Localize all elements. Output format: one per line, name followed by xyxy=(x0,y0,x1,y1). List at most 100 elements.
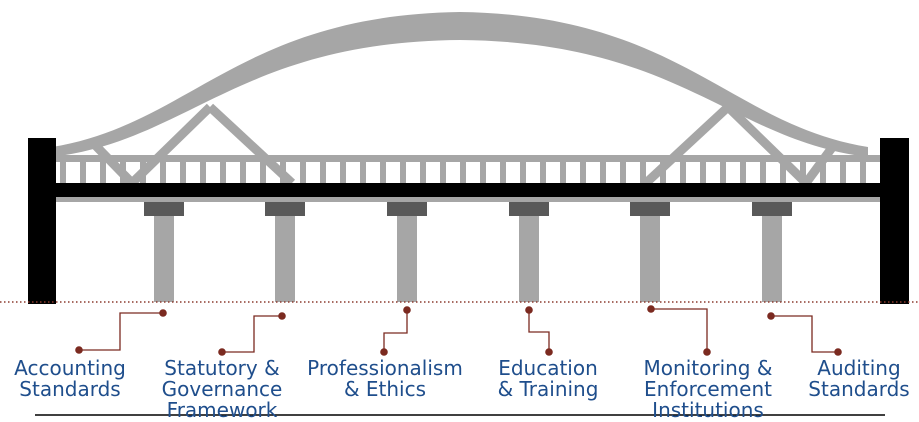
pillar-label-education-training: Education & Training xyxy=(486,358,610,400)
pillar-cap xyxy=(509,202,549,216)
connector-line xyxy=(222,315,282,353)
connector-dot xyxy=(703,348,711,356)
railing-post xyxy=(640,160,646,184)
railing-post xyxy=(860,160,866,184)
label-line: Statutory & xyxy=(164,356,280,380)
railing-post xyxy=(320,160,326,184)
railing-post xyxy=(720,160,726,184)
connector-dot xyxy=(834,348,842,356)
connector-dot xyxy=(767,312,775,320)
bridge-deck xyxy=(52,183,880,197)
railing-posts xyxy=(60,160,866,184)
railing-post xyxy=(360,160,366,184)
railing-post xyxy=(820,160,826,184)
connector-line xyxy=(79,312,163,351)
connector-dot xyxy=(403,306,411,314)
railing-post xyxy=(240,160,246,184)
label-line: Accounting xyxy=(14,356,126,380)
railing-post xyxy=(420,160,426,184)
railing-post xyxy=(660,160,666,184)
railing-post xyxy=(60,160,66,184)
connector-line xyxy=(383,310,408,352)
railing-post xyxy=(100,160,106,184)
label-line: Professionalism xyxy=(307,356,463,380)
pillar-cap xyxy=(265,202,305,216)
label-line: Monitoring & xyxy=(643,356,773,380)
pillar-cap xyxy=(752,202,792,216)
pillar-label-monitoring-enforcement: Monitoring & Enforcement Institutions xyxy=(628,358,788,421)
right-tower xyxy=(880,138,909,304)
railing-post xyxy=(220,160,226,184)
connector-dot xyxy=(75,346,83,354)
railing-post xyxy=(140,160,146,184)
connector-dot xyxy=(278,312,286,320)
bridge-arch xyxy=(52,12,868,157)
label-line: Education xyxy=(498,356,598,380)
label-line: Standards xyxy=(19,377,121,401)
railing-post xyxy=(520,160,526,184)
label-line: & Training xyxy=(497,377,599,401)
bridge-deck-underside xyxy=(52,197,880,202)
label-line: Auditing xyxy=(817,356,901,380)
railing-post xyxy=(380,160,386,184)
railing-post xyxy=(580,160,586,184)
railing-post xyxy=(700,160,706,184)
railing-post xyxy=(440,160,446,184)
railing-post xyxy=(200,160,206,184)
railing-post xyxy=(160,160,166,184)
railing-post xyxy=(300,160,306,184)
pillar-column xyxy=(762,216,782,302)
connector-dot xyxy=(159,309,167,317)
label-line: Framework xyxy=(166,398,278,422)
connector-dot xyxy=(647,305,655,313)
pillar-column xyxy=(519,216,539,302)
connector-dot xyxy=(380,348,388,356)
railing-post xyxy=(180,160,186,184)
railing-post xyxy=(760,160,766,184)
railing-post xyxy=(500,160,506,184)
pillar-column xyxy=(275,216,295,302)
pillar-label-accounting-standards: Accounting Standards xyxy=(10,358,130,400)
railing-post xyxy=(680,160,686,184)
label-connectors xyxy=(75,305,842,356)
connector-line xyxy=(651,308,708,352)
pillar-label-professionalism-ethics: Professionalism & Ethics xyxy=(300,358,470,400)
railing-post xyxy=(840,160,846,184)
railing-post xyxy=(780,160,786,184)
railing-post xyxy=(560,160,566,184)
railing-post xyxy=(480,160,486,184)
railing-post xyxy=(620,160,626,184)
connector-line xyxy=(771,315,838,353)
connector-line xyxy=(528,310,550,352)
bridge-pillars xyxy=(144,202,792,302)
pillar-label-statutory-governance: Statutory & Governance Framework xyxy=(152,358,292,421)
railing-post xyxy=(80,160,86,184)
connector-dot xyxy=(545,348,553,356)
connector-dot xyxy=(525,306,533,314)
railing-top xyxy=(52,155,880,162)
railing-post xyxy=(460,160,466,184)
connector-dot xyxy=(218,348,226,356)
label-line: & Ethics xyxy=(343,377,427,401)
railing-post xyxy=(120,160,126,184)
label-line: Standards xyxy=(808,377,910,401)
pillar-cap xyxy=(387,202,427,216)
railing-post xyxy=(740,160,746,184)
railing-post xyxy=(340,160,346,184)
label-line: Governance xyxy=(161,377,283,401)
railing-post xyxy=(540,160,546,184)
label-line: Institutions xyxy=(652,398,764,422)
label-line: Enforcement xyxy=(644,377,772,401)
pillar-cap xyxy=(630,202,670,216)
railing-post xyxy=(260,160,266,184)
railing-post xyxy=(800,160,806,184)
railing-post xyxy=(400,160,406,184)
pillar-column xyxy=(154,216,174,302)
pillar-column xyxy=(640,216,660,302)
pillar-column xyxy=(397,216,417,302)
railing-post xyxy=(600,160,606,184)
left-tower xyxy=(28,138,56,304)
pillar-cap xyxy=(144,202,184,216)
